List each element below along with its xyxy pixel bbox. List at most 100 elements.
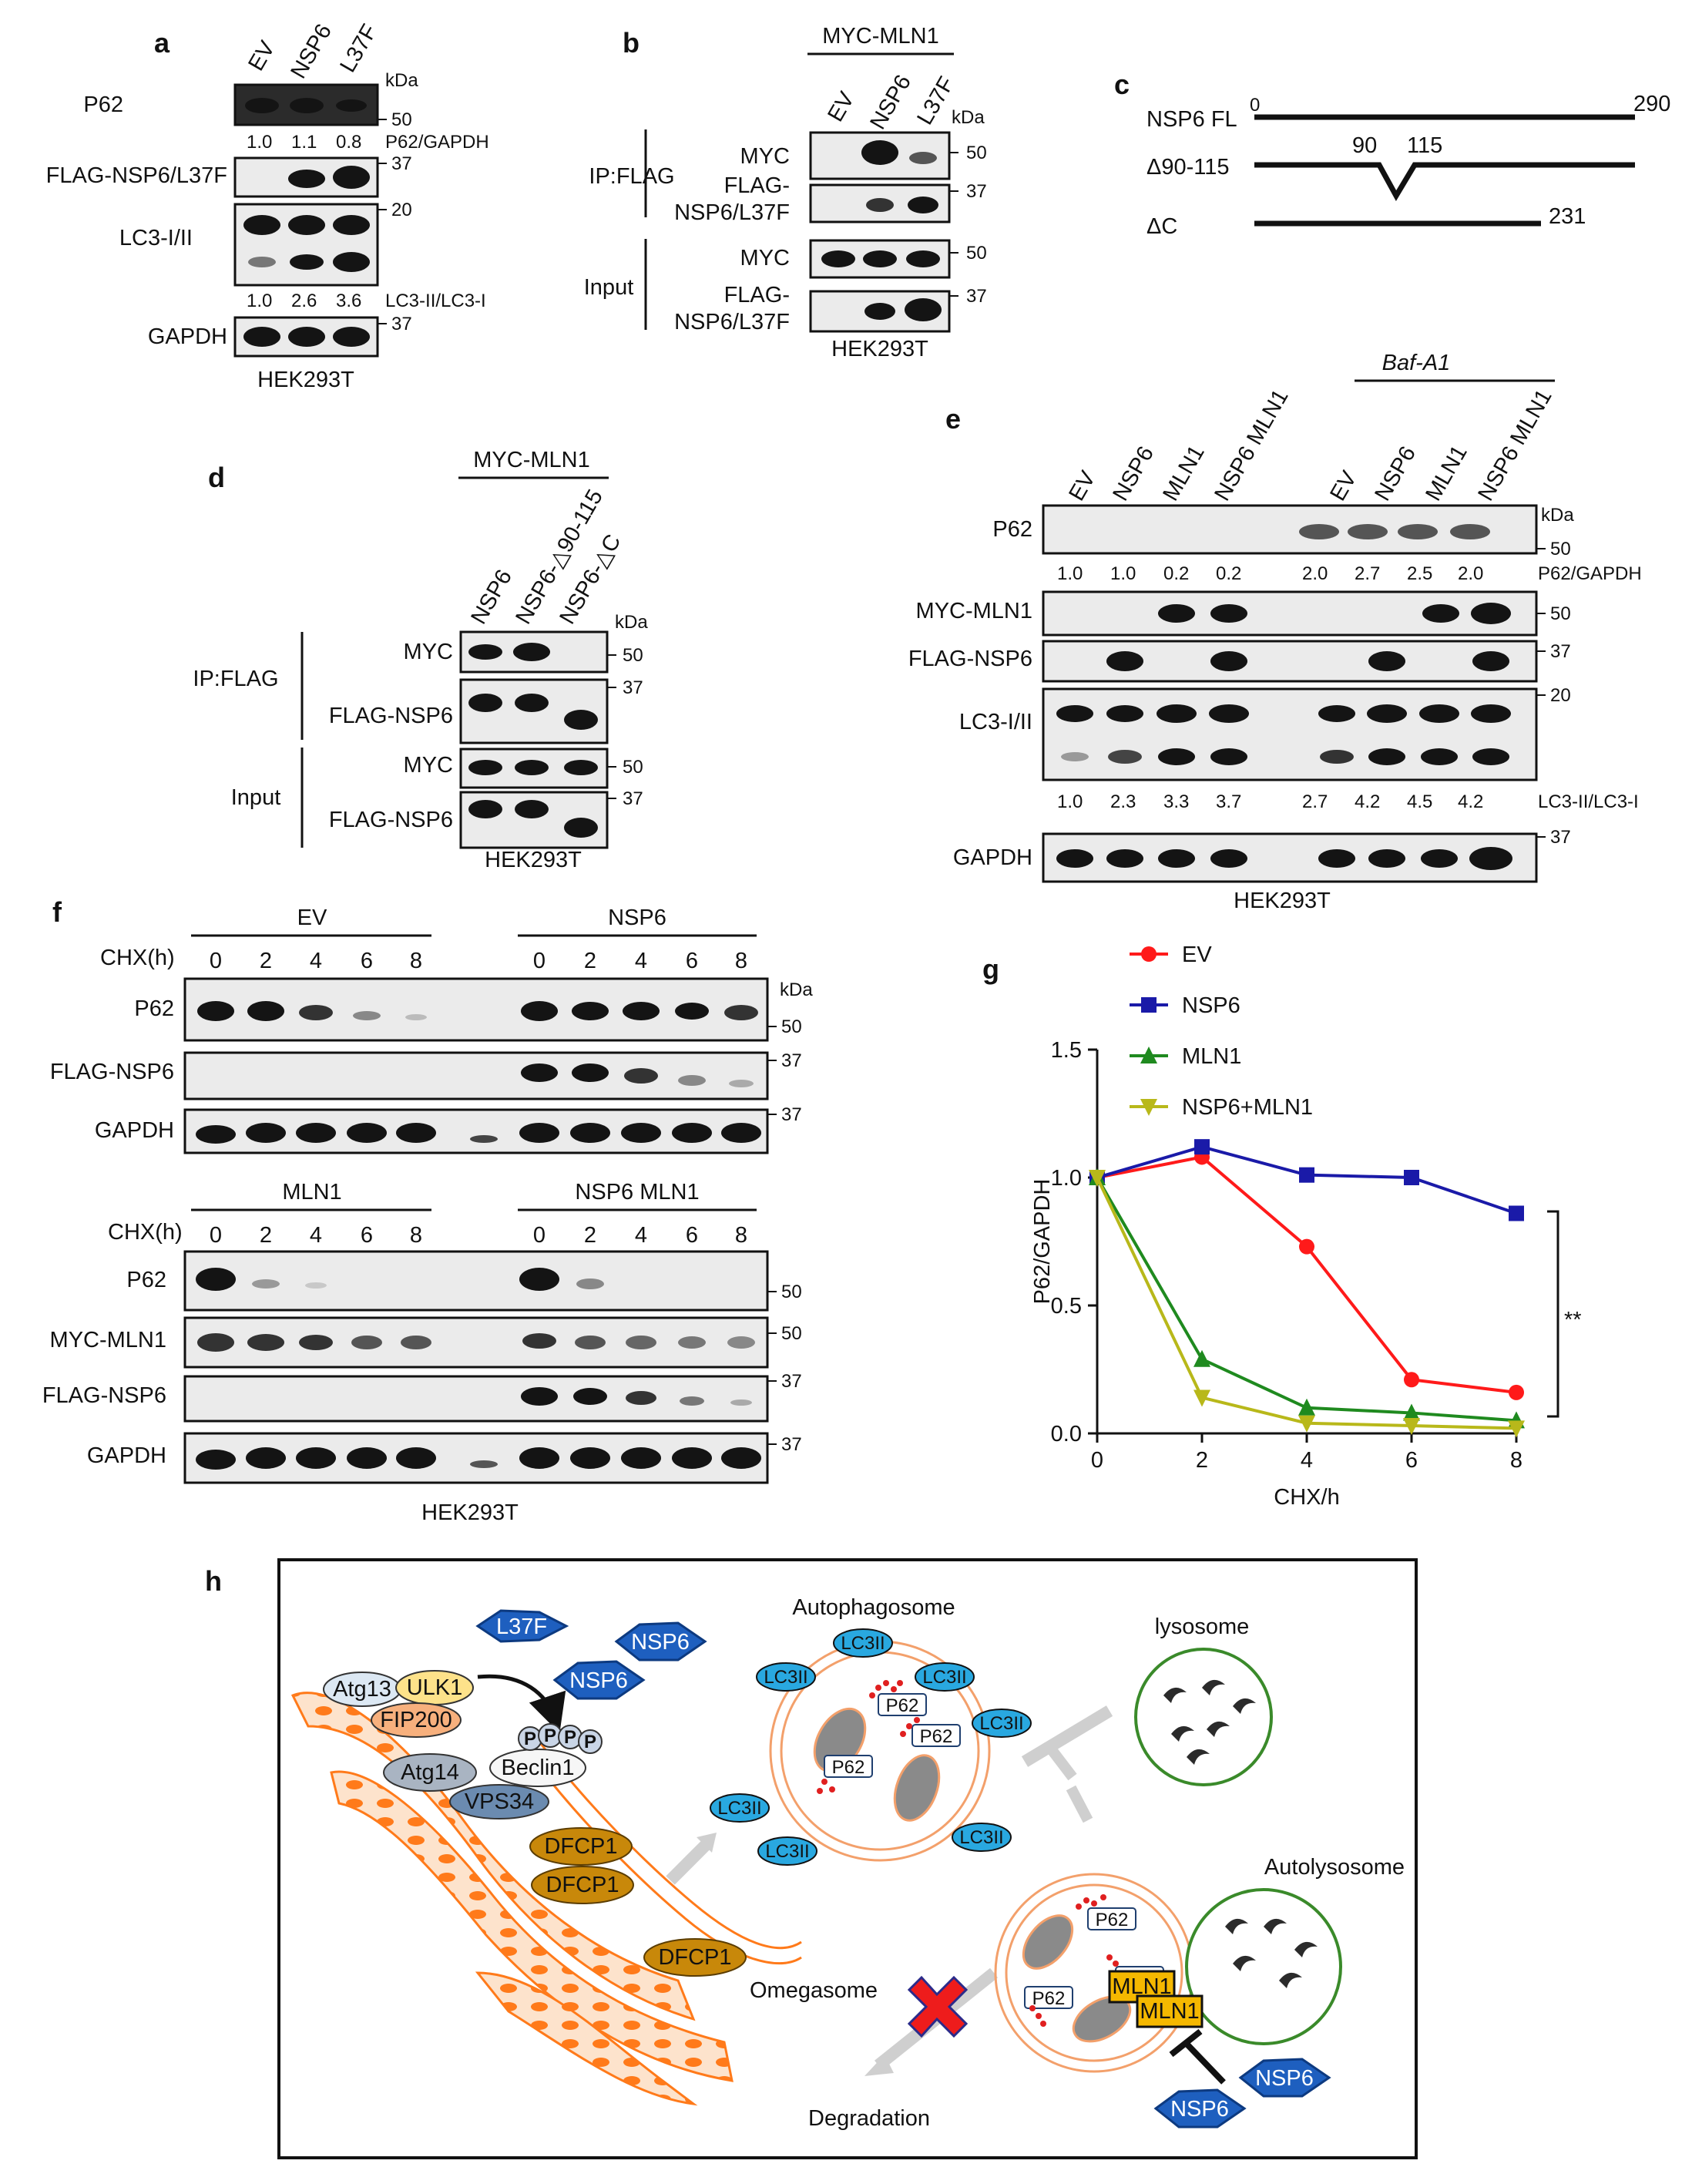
marker: 37 bbox=[781, 1050, 802, 1071]
band bbox=[290, 254, 324, 270]
position-end: 290 bbox=[1633, 92, 1670, 116]
beclin1-protein bbox=[489, 1749, 586, 1787]
ratio-value: 2.6 bbox=[291, 291, 317, 311]
time-label: 8 bbox=[735, 1223, 747, 1248]
ratio-value: 1.1 bbox=[291, 132, 317, 153]
ratio-value: 1.0 bbox=[1057, 563, 1083, 584]
row-label: MYC bbox=[404, 753, 453, 778]
kda-label: kDa bbox=[780, 979, 813, 1000]
lane-label-ev: EV bbox=[823, 87, 859, 126]
dfcp1-protein bbox=[529, 1827, 633, 1866]
band bbox=[905, 298, 942, 321]
data-point bbox=[1509, 1205, 1524, 1221]
band bbox=[1471, 603, 1511, 624]
band bbox=[245, 98, 279, 113]
row-label-gapdh: GAPDH bbox=[148, 324, 227, 349]
ratio-value: 2.3 bbox=[1110, 791, 1136, 812]
band bbox=[1368, 651, 1405, 671]
deletion-end: 115 bbox=[1407, 133, 1442, 158]
lc3ii-label: LC3II bbox=[841, 1633, 885, 1654]
row-label-line1: FLAG- bbox=[724, 283, 790, 307]
vps34-label: VPS34 bbox=[465, 1789, 534, 1814]
lane-label: NSP6 MLN1 bbox=[1210, 385, 1293, 506]
data-point bbox=[1299, 1238, 1314, 1255]
p62-label: P62 bbox=[832, 1757, 865, 1778]
lane-label: NSP6 bbox=[1370, 442, 1421, 506]
time-label: 0 bbox=[210, 1223, 222, 1248]
nsp6-label: NSP6 bbox=[631, 1630, 690, 1655]
fip200-protein bbox=[371, 1702, 462, 1738]
group-input: Input bbox=[584, 275, 634, 300]
phospho-group: P P P P bbox=[518, 1723, 603, 1754]
panel-d: d MYC-MLN1 NSP6 NSP6-△90-115 NSP6-△C kDa… bbox=[193, 448, 648, 872]
data-point bbox=[1508, 1420, 1525, 1438]
y-tick-label: 1.5 bbox=[1051, 1038, 1082, 1063]
mitochondrion bbox=[893, 1754, 941, 1822]
time-label: 4 bbox=[310, 1223, 322, 1248]
legend-label: EV bbox=[1182, 942, 1212, 967]
lc3ii-label: LC3II bbox=[717, 1798, 761, 1819]
group-header: NSP6 MLN1 bbox=[575, 1180, 699, 1205]
ratio-value: 2.7 bbox=[1355, 563, 1380, 584]
dfcp1-label: DFCP1 bbox=[546, 1873, 619, 1897]
phospho-label: P bbox=[584, 1732, 596, 1752]
band bbox=[1472, 651, 1509, 671]
band bbox=[906, 250, 940, 267]
nsp6-protein: NSP6 bbox=[552, 1660, 646, 1700]
band bbox=[468, 760, 502, 775]
row-label: LC3-I/II bbox=[959, 710, 1032, 734]
lane-label-ev: EV bbox=[243, 36, 280, 75]
group-input: Input bbox=[231, 785, 281, 810]
lc3ii-label: LC3II bbox=[979, 1713, 1023, 1734]
band bbox=[1158, 604, 1195, 623]
flow-arrow bbox=[666, 1837, 713, 1885]
row-label-flag: FLAG-NSP6/L37F bbox=[46, 163, 227, 188]
row-label: FLAG-NSP6 bbox=[50, 1060, 174, 1084]
lc3ii-protein bbox=[915, 1662, 975, 1692]
y-axis-title: P62/GAPDH bbox=[1030, 1179, 1055, 1305]
lane-label-nsp6: NSP6 bbox=[286, 20, 337, 83]
legend-label: NSP6 bbox=[1182, 993, 1240, 1018]
panel-letter-e: e bbox=[945, 403, 961, 435]
marker-37: 37 bbox=[391, 153, 412, 174]
data-point bbox=[1299, 1167, 1314, 1183]
marker-20: 20 bbox=[391, 200, 412, 220]
band bbox=[861, 140, 898, 165]
p62-label: P62 bbox=[920, 1726, 953, 1747]
band bbox=[290, 98, 324, 113]
group-header: MYC-MLN1 bbox=[473, 448, 589, 472]
atg13-label: Atg13 bbox=[333, 1677, 391, 1702]
marker: 37 bbox=[781, 1371, 802, 1392]
flow-arrow bbox=[1021, 1705, 1113, 1767]
lane-label: EV bbox=[1064, 466, 1100, 505]
fip200-label: FIP200 bbox=[380, 1708, 452, 1732]
kda-label: kDa bbox=[385, 70, 418, 91]
time-label: 8 bbox=[410, 1223, 422, 1248]
x-tick-label: 4 bbox=[1301, 1448, 1313, 1473]
row-label: P62 bbox=[126, 1268, 166, 1292]
row-label: MYC-MLN1 bbox=[50, 1328, 166, 1352]
ratio-value: 3.7 bbox=[1216, 791, 1241, 812]
row-label-line2: NSP6/L37F bbox=[674, 310, 790, 334]
ratio-value: 4.5 bbox=[1407, 791, 1432, 812]
time-label: 4 bbox=[635, 949, 647, 973]
autolysosome-lysosome bbox=[1185, 1888, 1342, 2045]
data-point bbox=[1298, 1415, 1315, 1433]
p62-protein bbox=[911, 1724, 961, 1747]
p62-protein bbox=[1087, 1907, 1136, 1930]
marker-37: 37 bbox=[391, 314, 412, 334]
ratio-value: 2.0 bbox=[1458, 563, 1483, 584]
kda-label: kDa bbox=[1541, 505, 1574, 526]
band bbox=[243, 215, 280, 235]
data-point bbox=[1404, 1372, 1419, 1388]
row-label: GAPDH bbox=[95, 1118, 174, 1143]
band bbox=[288, 170, 325, 188]
lc3ii-label: LC3II bbox=[765, 1841, 809, 1862]
y-tick-label: 0.5 bbox=[1051, 1294, 1082, 1319]
band bbox=[243, 327, 280, 347]
time-label: 6 bbox=[361, 1223, 373, 1248]
time-label: 0 bbox=[210, 949, 222, 973]
row-label: P62 bbox=[134, 996, 174, 1021]
band bbox=[1422, 604, 1459, 623]
band bbox=[1210, 604, 1247, 623]
